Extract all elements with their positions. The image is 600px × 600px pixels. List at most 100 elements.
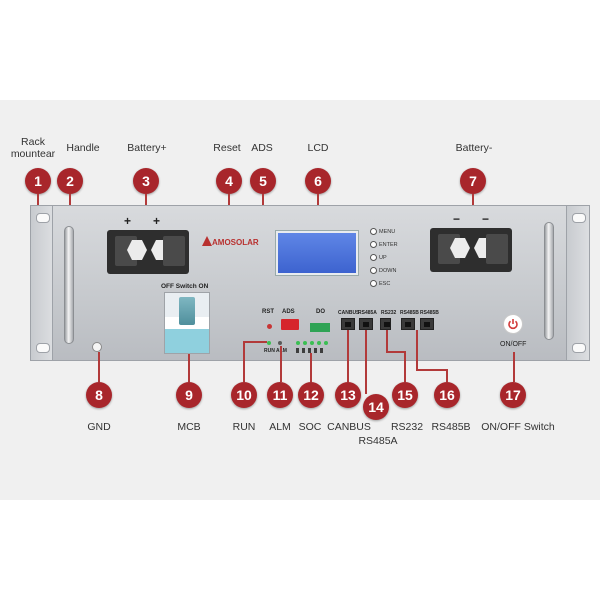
pin-12 [310,353,312,382]
label-run: RUN [232,421,256,433]
port-label-rs485b-2: RS485B [420,310,439,316]
lead-10 [243,341,267,343]
handle-right[interactable] [544,222,554,340]
pin-15b [404,351,406,382]
plus-sign-2: + [153,214,161,228]
badge-17: 17 [500,382,526,408]
mcb-breaker[interactable] [164,292,210,354]
down-button[interactable] [370,267,377,274]
logo-mark-icon [202,236,212,246]
label-battery-plus: Battery+ [127,142,167,154]
rs485a-port[interactable] [359,318,373,330]
soc-led-4 [317,341,321,345]
menu-button[interactable] [370,228,377,235]
up-label: UP [379,255,387,261]
down-label: DOWN [379,268,397,274]
menu-label: MENU [379,229,396,235]
rs485b-port-1[interactable] [401,318,415,330]
label-ads: ADS [251,142,273,154]
label-rs232: RS232 [390,421,424,433]
label-alm: ALM [269,421,291,433]
soc-led-5 [324,341,328,345]
esc-label: ESC [379,281,391,287]
power-button[interactable] [503,314,523,334]
minus-sign-2: − [482,212,490,226]
rack-hole-left-bottom [36,343,50,353]
label-battery-minus: Battery- [455,142,493,154]
bolt-icon [450,238,470,258]
pin-10 [243,341,245,382]
up-button[interactable] [370,254,377,261]
enter-label: ENTER [379,242,398,248]
rack-hole-right [572,213,586,223]
pin-9 [188,354,190,382]
pin-16 [416,330,418,370]
badge-7: 7 [460,168,486,194]
ads-dip-switch[interactable] [281,319,299,330]
label-handle: Handle [66,142,100,154]
pin-14 [365,330,367,394]
alm-led [278,341,282,345]
label-reset: Reset [213,142,241,154]
mcb-caption: OFF Switch ON [161,283,209,290]
reset-button[interactable] [267,324,272,329]
pin-1 [37,194,39,208]
badge-11: 11 [267,382,293,408]
power-icon [508,319,518,330]
badge-16: 16 [434,382,460,408]
pin-15 [386,330,388,352]
ads-label: ADS [282,309,295,315]
esc-button[interactable] [370,280,377,287]
rack-hole-left [36,213,50,223]
label-canbus: CANBUS [327,421,371,433]
canbus-port[interactable] [341,318,355,330]
soc-bar-1 [296,348,299,353]
badge-6: 6 [305,168,331,194]
lead-15 [386,351,406,353]
pin-11 [280,346,282,382]
soc-bar-3 [308,348,311,353]
label-lcd: LCD [307,142,329,154]
mcb-toggle[interactable] [179,297,195,325]
label-mcb: MCB [177,421,201,433]
pin-16b [446,369,448,382]
badge-13: 13 [335,382,361,408]
bolt-icon [127,240,147,260]
brand-logo: AMOSOLAR [202,236,259,247]
label-rack-mountear: Rack mountear [10,136,56,160]
badge-1: 1 [25,168,51,194]
soc-led-1 [296,341,300,345]
pin-13 [347,330,349,382]
badge-9: 9 [176,382,202,408]
battery-positive-terminal[interactable] [107,230,189,274]
handle-left[interactable] [64,226,74,344]
port-label-rs485a: RS485A [358,310,377,316]
soc-led-3 [310,341,314,345]
badge-12: 12 [298,382,324,408]
label-rs485b: RS485B [431,421,471,433]
badge-10: 10 [231,382,257,408]
badge-15: 15 [392,382,418,408]
battery-negative-terminal[interactable] [430,228,512,272]
label-soc: SOC [298,421,322,433]
label-rs485a: RS485A [358,435,398,447]
badge-8: 8 [86,382,112,408]
port-label-rs232: RS232 [381,310,397,316]
lead-16 [416,369,448,371]
label-gnd: GND [87,421,111,433]
gnd-terminal[interactable] [92,342,102,352]
soc-bar-5 [320,348,323,353]
rack-hole-right-bottom [572,343,586,353]
mcb-bottom [165,329,209,353]
nut [486,234,508,264]
badge-5: 5 [250,168,276,194]
port-label-rs485b-1: RS485B [400,310,419,316]
do-connector[interactable] [310,323,330,332]
rs485b-port-2[interactable] [420,318,434,330]
enter-button[interactable] [370,241,377,248]
soc-bar-2 [302,348,305,353]
rs232-port[interactable] [380,318,391,330]
rack-ear-left [30,205,54,361]
pin-17 [513,352,515,382]
